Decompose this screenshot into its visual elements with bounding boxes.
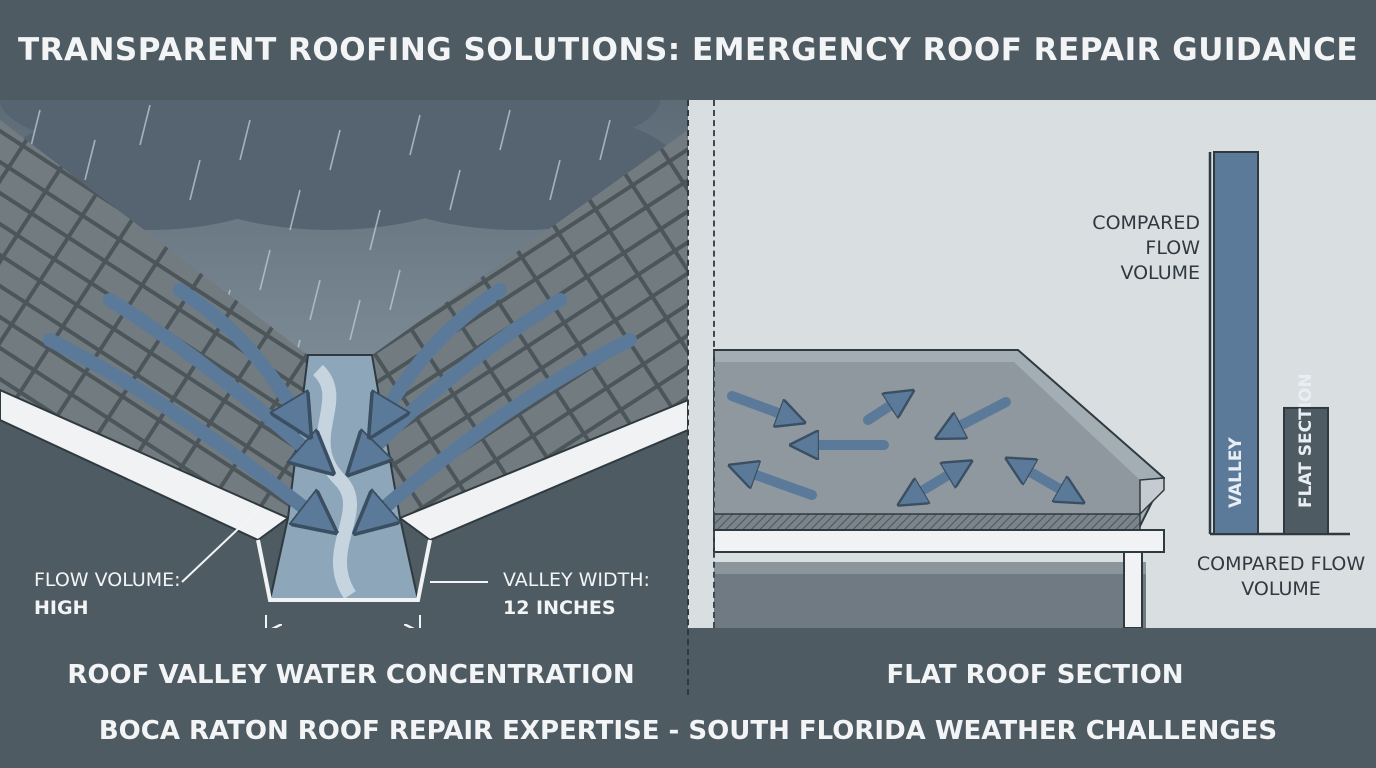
flow-volume-label: FLOW VOLUME:	[34, 569, 181, 591]
left-roof-plane	[0, 120, 308, 518]
panel-divider	[687, 100, 689, 695]
flat-roof-caption: FLAT ROOF SECTION	[886, 660, 1184, 690]
water-flow	[312, 364, 357, 599]
valley-width-value: 12 INCHES	[503, 597, 616, 619]
valley-width-callout: VALLEY WIDTH: 12 INCHES	[503, 566, 650, 622]
footer: BOCA RATON ROOF REPAIR EXPERTISE - SOUTH…	[0, 705, 1376, 757]
bar-flat-section	[1283, 406, 1329, 535]
roof-valley-panel	[0, 100, 688, 628]
flat-roof-illustration: VALLEY FLAT SECTION	[688, 100, 1376, 628]
panel-inner-divider	[713, 100, 715, 628]
water-flow-arrows	[43, 283, 637, 520]
valley-width-label: VALLEY WIDTH:	[503, 569, 650, 591]
roof-edge-trim	[713, 529, 1165, 553]
footer-text: BOCA RATON ROOF REPAIR EXPERTISE - SOUTH…	[98, 716, 1278, 746]
flat-roof-panel: VALLEY FLAT SECTION	[688, 100, 1376, 628]
chart-y-axis-label: COMPARED FLOW VOLUME	[1092, 212, 1200, 284]
flat-roof-flow-arrows	[732, 396, 1072, 498]
valley-caption: ROOF VALLEY WATER CONCENTRATION	[67, 660, 635, 690]
title-bar: TRANSPARENT ROOFING SOLUTIONS: EMERGENCY…	[0, 0, 1376, 100]
page-title: TRANSPARENT ROOFING SOLUTIONS: EMERGENCY…	[17, 32, 1359, 68]
flow-volume-callout: FLOW VOLUME: HIGH	[34, 566, 181, 622]
bar-label-valley: VALLEY	[1226, 437, 1246, 508]
roof-valley-illustration	[0, 100, 688, 628]
bar-label-flat-section: FLAT SECTION	[1296, 373, 1316, 508]
chart-x-axis-label: COMPARED FLOW VOLUME	[1196, 553, 1366, 600]
flow-volume-bar-chart: VALLEY FLAT SECTION	[1208, 151, 1350, 536]
bar-valley	[1213, 151, 1259, 535]
flow-leader-line	[181, 509, 259, 583]
flow-volume-value: HIGH	[34, 597, 89, 619]
